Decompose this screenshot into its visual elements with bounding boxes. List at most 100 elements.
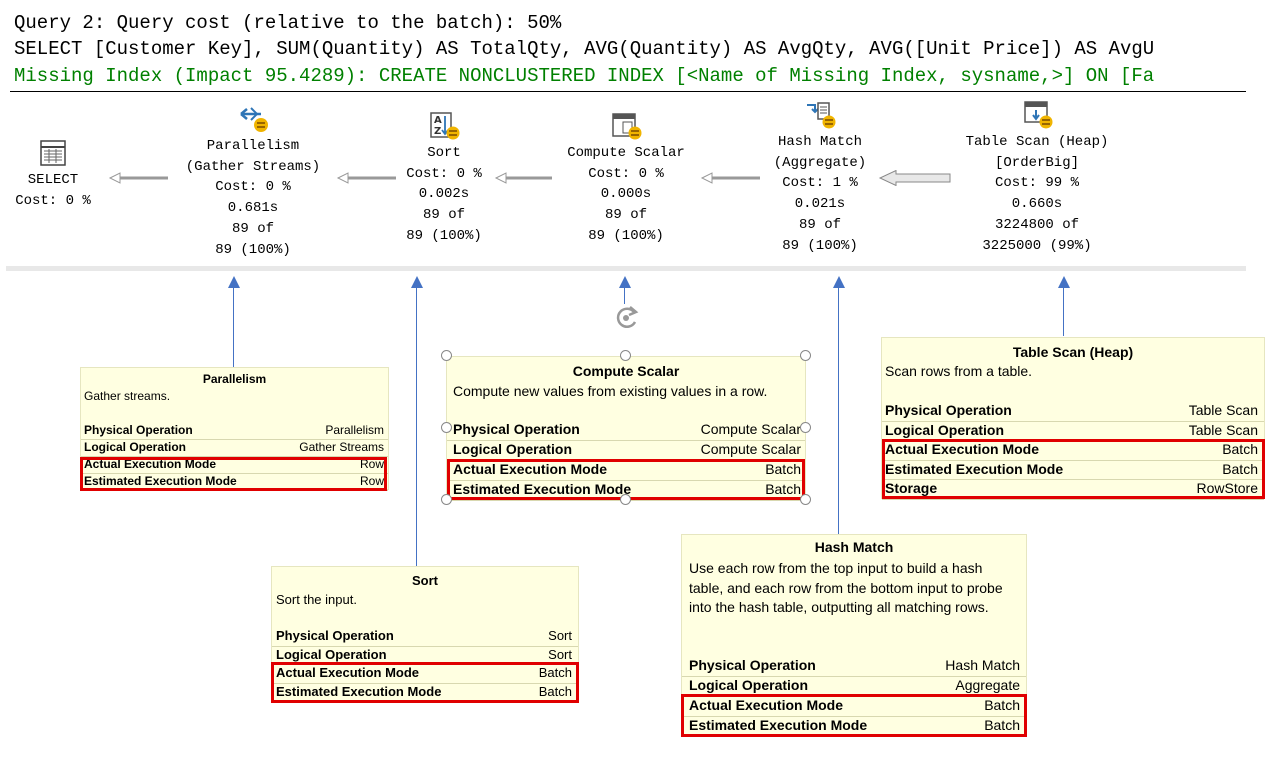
tooltip-row: Actual Execution Mode Batch <box>272 665 578 684</box>
node-rows-estimate: 89 (100%) <box>782 237 858 254</box>
resize-handle[interactable] <box>441 422 452 433</box>
node-label: Parallelism <box>206 138 300 154</box>
tooltip-hash-match: Hash Match Use each row from the top inp… <box>681 534 1027 737</box>
resize-handle[interactable] <box>620 494 631 505</box>
node-label: Sort <box>427 145 461 161</box>
parallelism-icon <box>240 107 268 132</box>
node-cost: Cost: 0 % <box>588 165 664 182</box>
node-rows: 89 of <box>604 207 647 224</box>
plan-node-table-scan[interactable]: Table Scan (Heap) [OrderBig] Cost: 99 % … <box>945 100 1129 256</box>
resize-handle[interactable] <box>800 422 811 433</box>
connector-arrowhead <box>1058 276 1070 288</box>
resize-handle[interactable] <box>620 350 631 361</box>
row-value: Table Scan <box>1188 402 1258 418</box>
tooltip-table-scan: Table Scan (Heap) Scan rows from a table… <box>881 337 1265 500</box>
node-time: 0.002s <box>418 186 470 203</box>
row-key: Physical Operation <box>84 423 193 437</box>
resize-handle[interactable] <box>441 494 452 505</box>
row-value: Batch <box>538 684 572 699</box>
resize-handle[interactable] <box>800 494 811 505</box>
row-key: Physical Operation <box>276 628 394 643</box>
node-cost: Cost: 99 % <box>994 175 1079 192</box>
flow-arrow <box>108 172 168 184</box>
connector-line <box>624 286 625 304</box>
plan-node-hash-match[interactable]: Hash Match (Aggregate) Cost: 1 % 0.021s … <box>755 100 885 256</box>
tooltip-description: Compute new values from existing values … <box>453 383 768 399</box>
row-key: Actual Execution Mode <box>276 665 420 680</box>
node-time: 0.000s <box>600 186 652 203</box>
table-scan-icon <box>1024 101 1053 129</box>
plan-node-parallelism[interactable]: Parallelism (Gather Streams) Cost: 0 % 0… <box>168 104 338 260</box>
row-value: Batch <box>538 665 572 680</box>
tooltip-description: Sort the input. <box>276 592 357 607</box>
hash-match-icon <box>807 102 836 129</box>
resize-handle[interactable] <box>800 350 811 361</box>
execution-mode-highlight <box>271 662 579 703</box>
row-value: Compute Scalar <box>700 441 801 457</box>
svg-text:Z: Z <box>434 126 441 137</box>
flow-arrow <box>700 172 760 184</box>
row-key: Logical Operation <box>276 647 387 662</box>
sort-icon: A Z <box>430 112 460 140</box>
row-value: Gather Streams <box>299 440 384 454</box>
row-value: Batch <box>984 697 1020 713</box>
connector-line <box>838 286 839 534</box>
select-icon <box>40 140 66 166</box>
execution-plan: SELECT Cost: 0 % Parallelism (Gather Str… <box>0 94 1250 270</box>
tooltip-title: Table Scan (Heap) <box>1012 344 1134 360</box>
row-key: Logical Operation <box>453 441 573 457</box>
plan-node-select[interactable]: SELECT Cost: 0 % <box>8 138 98 211</box>
row-key: Actual Execution Mode <box>453 461 608 477</box>
row-value: Batch <box>765 461 801 477</box>
node-sublabel: (Aggregate) <box>773 154 867 171</box>
tooltip-description: Gather streams. <box>84 389 171 403</box>
row-value: Batch <box>1222 441 1258 457</box>
plan-node-sort[interactable]: A Z Sort Cost: 0 % 0.002s 89 of 89 (100%… <box>385 111 503 247</box>
row-value: Row <box>359 474 384 488</box>
node-cost: Cost: 1 % <box>782 175 858 192</box>
connector-arrowhead <box>619 276 631 288</box>
row-key: Physical Operation <box>453 421 580 437</box>
missing-index-link[interactable]: Missing Index (Impact 95.4289): CREATE N… <box>14 65 1155 87</box>
node-sublabel: [OrderBig] <box>994 154 1079 171</box>
row-key: Physical Operation <box>689 657 816 673</box>
execution-mode-highlight <box>80 457 387 491</box>
row-value: Hash Match <box>945 657 1020 673</box>
connector-line <box>233 286 234 368</box>
row-key: Estimated Execution Mode <box>885 461 1064 477</box>
flow-arrow <box>336 172 396 184</box>
row-key: Estimated Execution Mode <box>453 481 632 497</box>
rotate-handle-icon[interactable] <box>612 304 642 332</box>
tooltip-description: Use each row from the top input to build… <box>689 560 1003 615</box>
node-rows-estimate: 89 (100%) <box>588 227 664 244</box>
node-label: Table Scan (Heap) <box>965 134 1109 150</box>
node-rows: 89 of <box>422 207 465 224</box>
node-rows: 89 of <box>798 216 841 233</box>
row-key: Actual Execution Mode <box>885 441 1040 457</box>
plan-node-compute-scalar[interactable]: Compute Scalar Cost: 0 % 0.000s 89 of 89… <box>553 111 699 247</box>
connector-arrowhead <box>228 276 240 288</box>
node-rows: 3224800 of <box>994 216 1079 233</box>
row-key: Logical Operation <box>689 677 809 693</box>
tooltip-description: Scan rows from a table. <box>885 363 1033 379</box>
tooltip-row: Logical Operation Compute Scalar <box>447 441 805 461</box>
row-value: Batch <box>765 481 801 497</box>
connector-arrowhead <box>411 276 423 288</box>
row-value: Sort <box>548 647 572 662</box>
row-key: Storage <box>885 480 938 496</box>
node-rows-estimate: 3225000 (99%) <box>982 237 1092 254</box>
node-rows-estimate: 89 (100%) <box>215 241 291 258</box>
tooltip-title: Parallelism <box>202 372 267 386</box>
execution-mode-highlight <box>882 439 1265 499</box>
resize-handle[interactable] <box>441 350 452 361</box>
row-value: Table Scan <box>1188 422 1258 438</box>
node-cost: Cost: 0 % <box>406 165 482 182</box>
row-value: Compute Scalar <box>700 421 801 437</box>
